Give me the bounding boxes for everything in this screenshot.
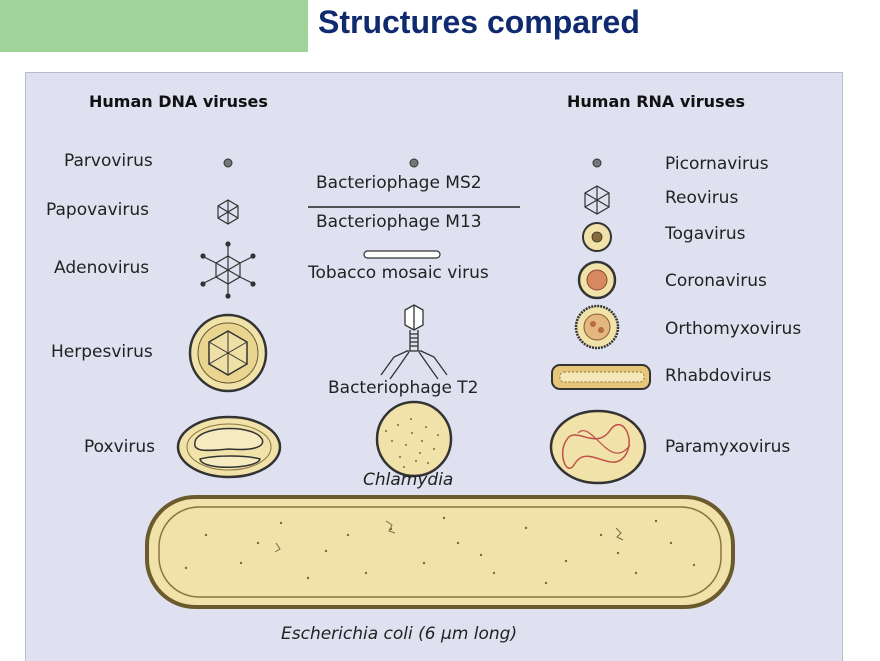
- picornavirus-shape: [592, 158, 602, 168]
- label-reovirus: Reovirus: [665, 188, 739, 208]
- label-coronavirus: Coronavirus: [665, 271, 767, 291]
- bacteriophage-t2-shape: [380, 304, 448, 380]
- escherichia-coli-shape: [145, 495, 735, 609]
- adenovirus-shape: [200, 241, 256, 299]
- paramyxovirus-shape: [549, 409, 647, 485]
- rhabdovirus-shape: [551, 364, 651, 390]
- parvovirus-shape: [223, 158, 233, 168]
- label-adenovirus: Adenovirus: [54, 258, 150, 278]
- reovirus-shape: [584, 185, 610, 215]
- label-paramyxovirus: Paramyxovirus: [665, 437, 791, 457]
- label-bacteriophage-m13: Bacteriophage M13: [316, 212, 482, 232]
- chlamydia-shape: [375, 400, 453, 478]
- label-papovavirus: Papovavirus: [46, 200, 149, 220]
- papovavirus-shape: [217, 199, 239, 225]
- bacteriophage-ms2-shape: [409, 158, 419, 168]
- togavirus-shape: [582, 222, 612, 252]
- label-bacteriophage-t2: Bacteriophage T2: [328, 378, 479, 398]
- label-togavirus: Togavirus: [665, 224, 746, 244]
- orthomyxovirus-shape: [574, 304, 620, 350]
- rna-viruses-header: Human RNA viruses: [567, 92, 745, 111]
- label-escherichia-coli: Escherichia coli (6 μm long): [281, 624, 518, 644]
- label-bacteriophage-ms2: Bacteriophage MS2: [316, 173, 482, 193]
- label-picornavirus: Picornavirus: [665, 154, 769, 174]
- label-orthomyxovirus: Orthomyxovirus: [665, 319, 802, 339]
- label-herpesvirus: Herpesvirus: [51, 342, 153, 362]
- label-chlamydia: Chlamydia: [363, 470, 454, 490]
- tobacco-mosaic-virus-rod: [363, 250, 441, 259]
- poxvirus-shape: [176, 415, 282, 479]
- figure-panel: Human DNA viruses Human RNA viruses Parv…: [25, 72, 843, 661]
- herpesvirus-shape: [188, 313, 268, 393]
- label-parvovirus: Parvovirus: [64, 151, 153, 171]
- label-tobacco-mosaic-virus: Tobacco mosaic virus: [308, 263, 489, 283]
- label-poxvirus: Poxvirus: [84, 437, 155, 457]
- slide-title: Structures compared: [318, 4, 640, 40]
- figure-artwork: [145, 158, 735, 609]
- coronavirus-shape: [577, 260, 617, 300]
- dna-viruses-header: Human DNA viruses: [89, 92, 268, 111]
- header-accent-bar: [0, 0, 308, 52]
- label-rhabdovirus: Rhabdovirus: [665, 366, 772, 386]
